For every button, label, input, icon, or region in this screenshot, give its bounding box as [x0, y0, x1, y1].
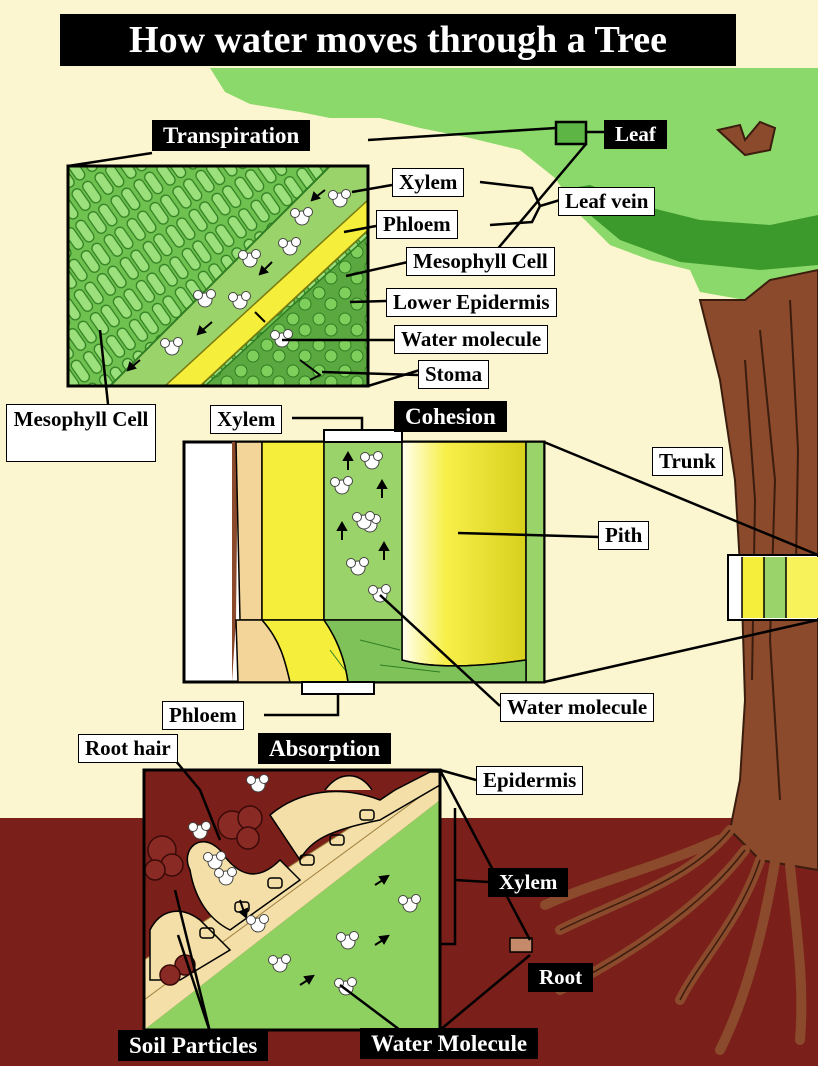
label-phloem-leaf: Phloem: [376, 210, 458, 239]
label-water-molecule-root: Water Molecule: [360, 1028, 539, 1059]
label-root-hair: Root hair: [78, 734, 178, 763]
label-xylem-trunk: Xylem: [210, 405, 283, 434]
label-stoma: Stoma: [418, 360, 490, 389]
label-leaf: Leaf: [604, 120, 667, 149]
section-absorption: Absorption: [258, 733, 392, 764]
label-water-molecule-trunk: Water molecule: [500, 693, 655, 722]
cohesion-panel: [182, 429, 546, 695]
label-xylem-root: Xylem: [488, 868, 569, 897]
label-water-molecule-leaf: Water molecule: [394, 325, 549, 354]
transpiration-panel: [66, 164, 370, 388]
label-lower-epidermis: Lower Epidermis: [386, 288, 557, 317]
connector-lines: [67, 126, 818, 1033]
root-marker: [509, 937, 533, 953]
trunk-section-marker: [727, 554, 818, 621]
label-epidermis: Epidermis: [476, 766, 584, 795]
broken-branch: [715, 120, 777, 157]
label-xylem-leaf: Xylem: [392, 168, 465, 197]
label-soil-particles: Soil Particles: [118, 1030, 269, 1061]
section-transpiration: Transpiration: [152, 120, 311, 151]
section-cohesion: Cohesion: [394, 401, 507, 432]
absorption-panel: [142, 768, 442, 1032]
label-mesophyll-cell-left: Mesophyll Cell: [6, 404, 156, 462]
label-leaf-vein: Leaf vein: [558, 187, 656, 216]
label-trunk: Trunk: [652, 447, 723, 476]
label-mesophyll-cell-right: Mesophyll Cell: [406, 247, 555, 276]
page-title: How water moves through a Tree: [60, 14, 736, 66]
label-phloem-trunk: Phloem: [162, 701, 244, 730]
label-pith: Pith: [598, 521, 650, 550]
leaf-marker: [554, 120, 588, 146]
label-root: Root: [528, 963, 594, 992]
